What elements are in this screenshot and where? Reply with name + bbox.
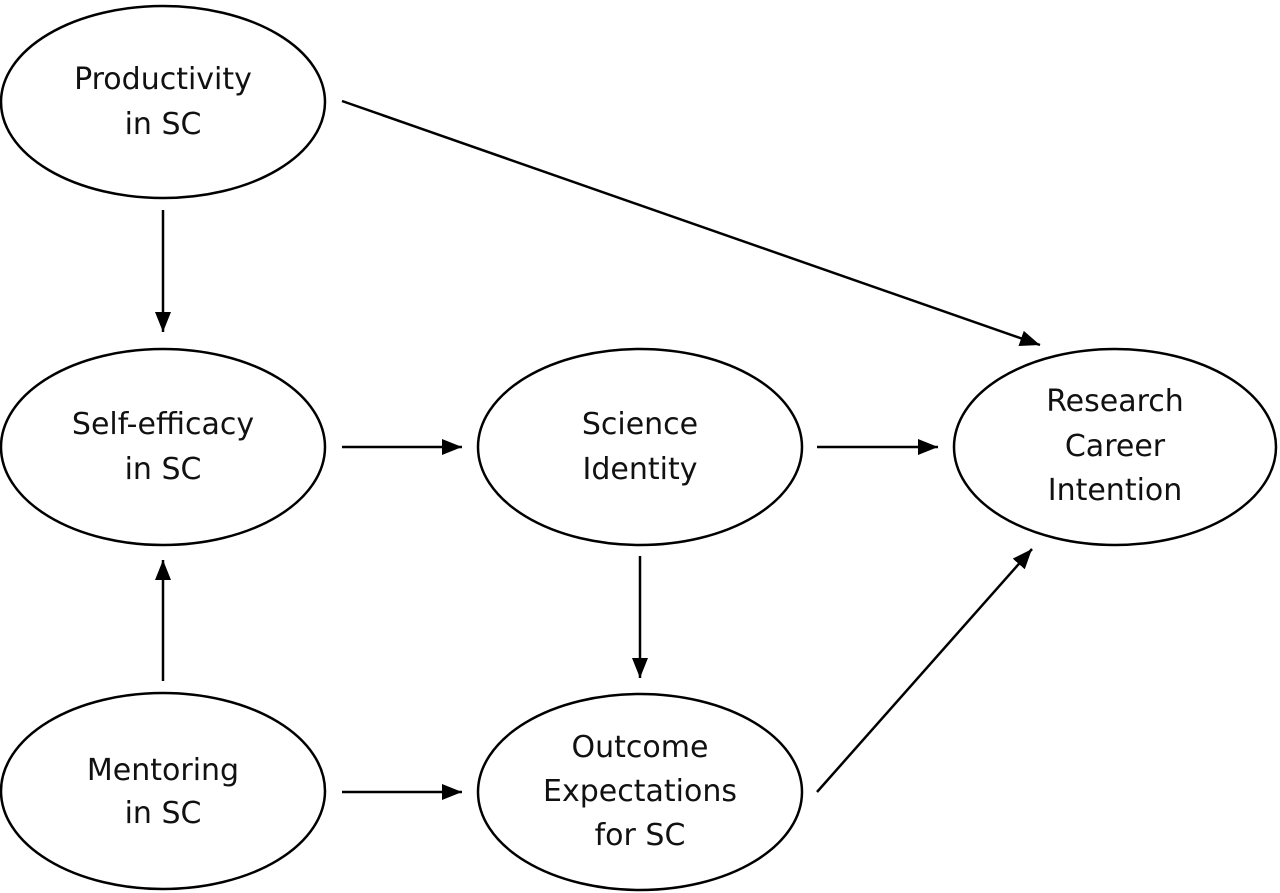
node-science-identity-line-2: Identity [583,452,698,487]
node-self-efficacy-line-2: in SC [125,452,202,487]
node-outcome-expectations-line-1: Outcome [572,730,709,765]
node-research-career-line-3: Intention [1048,473,1183,508]
node-research-career-line-1: Research [1046,384,1184,419]
edges [155,99,1041,800]
node-self-efficacy-line-1: Self-efficacy [72,407,254,442]
node-science-identity-line-1: Science [582,407,698,442]
node-productivity-line-2: in SC [125,107,202,142]
node-mentoring-line-1: Mentoring [87,753,239,788]
node-outcome-expectations: Outcome Expectations for SC [476,692,804,892]
node-productivity: Productivity in SC [0,4,327,200]
node-outcome-expectations-line-2: Expectations [543,774,737,809]
node-mentoring-line-2: in SC [125,796,202,831]
node-productivity-line-1: Productivity [74,62,252,97]
node-research-career-intention: Research Career Intention [952,347,1278,547]
node-mentoring: Mentoring in SC [0,691,327,891]
edge-outcome-expectations-to-research-career [816,548,1033,793]
edge-productivity-to-research-career [341,99,1041,347]
node-science-identity: Science Identity [476,347,804,547]
node-outcome-expectations-line-3: for SC [595,818,686,853]
node-research-career-line-2: Career [1065,429,1166,464]
node-self-efficacy: Self-efficacy in SC [0,347,327,547]
